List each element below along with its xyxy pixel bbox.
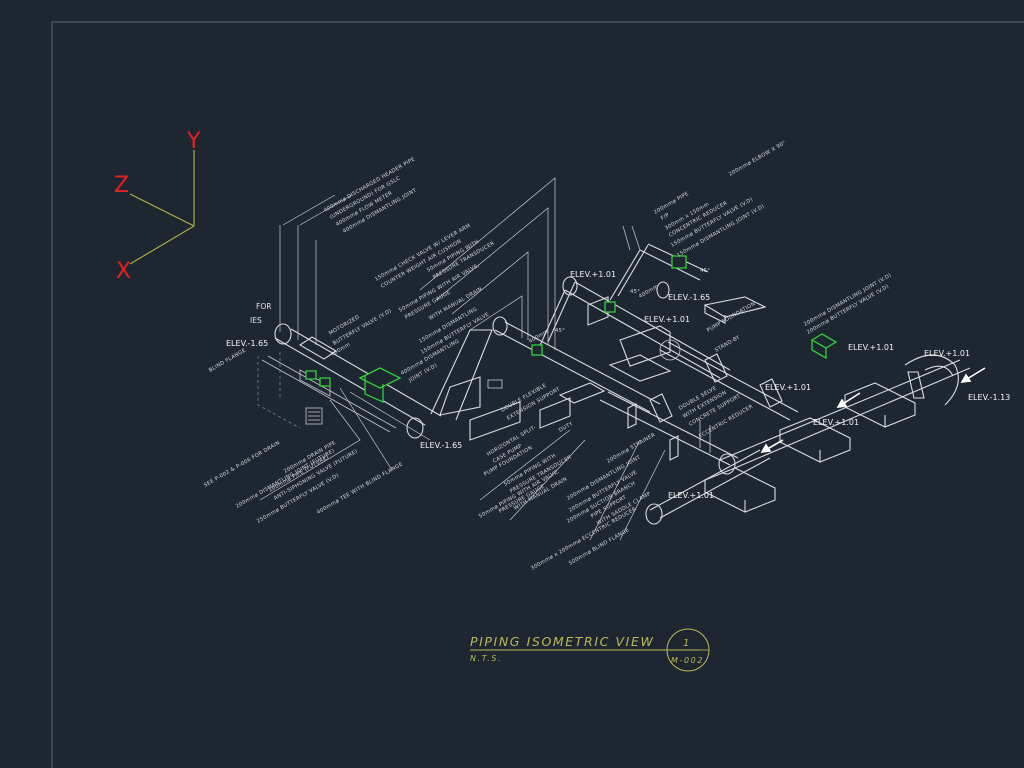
callout: 200mmø PIPE bbox=[653, 191, 690, 216]
length-label: 400mm bbox=[638, 284, 660, 300]
angle-label: 45° bbox=[630, 289, 640, 295]
callout: 200mmø BUTTERFLY VALVE (V.D) bbox=[806, 284, 890, 336]
motorized-butterfly-valve bbox=[358, 367, 402, 404]
elev-label: ELEV.-1.65 bbox=[668, 293, 710, 302]
elev-label: ELEV.-1.65 bbox=[226, 339, 268, 348]
flow-arrows bbox=[760, 367, 986, 453]
callout: 200mmø ELBOW X 90° bbox=[728, 140, 787, 178]
view-number: 1 bbox=[683, 638, 691, 649]
sheet-border bbox=[51, 21, 1024, 768]
angle-label: 45° bbox=[555, 328, 565, 334]
sheet-ref: M-002 bbox=[671, 656, 704, 665]
elev-label: ELEV.+1.01 bbox=[765, 383, 811, 392]
elevation-labels: ELEV.-1.65 ELEV.-1.65 ELEV.+1.01 ELEV.-1… bbox=[226, 270, 1010, 500]
callout: BLIND FLANGE bbox=[208, 348, 247, 374]
scale-note: N.T.S. bbox=[470, 654, 502, 663]
elev-label: ELEV.+1.01 bbox=[924, 349, 970, 358]
elev-label: ELEV.-1.13 bbox=[968, 393, 1010, 402]
axis-y-label: Y bbox=[186, 129, 201, 154]
callouts-bottom-left: SEE P-002 & P-006 FOR DRAIN 200mmø DRAIN… bbox=[203, 440, 404, 525]
elev-label: ELEV.+1.01 bbox=[848, 343, 894, 352]
leader-lines bbox=[259, 177, 666, 541]
valves bbox=[305, 255, 838, 404]
callouts-left: 400mmø DISCHARGED HEADER PIPE (UNDERGROU… bbox=[208, 156, 496, 384]
axis-z-label: Z bbox=[114, 173, 129, 198]
view-title: PIPING ISOMETRIC VIEW bbox=[470, 634, 654, 649]
axis-indicator: Y Z X bbox=[114, 129, 201, 284]
angle-label: 45° bbox=[700, 268, 710, 274]
fragment-ies: IES bbox=[250, 316, 262, 325]
callout: F/P bbox=[660, 212, 671, 222]
callout: SEE P-002 & P-006 FOR DRAIN bbox=[203, 440, 281, 489]
fragment-for: FOR bbox=[256, 302, 271, 311]
callout: ECCENTRIC REDUCER bbox=[698, 404, 754, 440]
callout: 200mmø DISMANTLING JOINT (V.D) bbox=[803, 272, 893, 327]
elev-label: ELEV.+1.01 bbox=[644, 315, 690, 324]
piping-geometry bbox=[257, 243, 971, 525]
elev-label: ELEV.+1.01 bbox=[813, 418, 859, 427]
view-title-block: PIPING ISOMETRIC VIEW 1 N.T.S. M-002 bbox=[470, 628, 710, 672]
callout: DUTY bbox=[558, 421, 575, 434]
length-label: 400mm bbox=[528, 329, 550, 345]
callout: STAND-BY bbox=[714, 334, 742, 353]
callout: 250mmø BUTTERFLY VALVE (V.D) bbox=[256, 473, 340, 525]
elev-label: ELEV.+1.01 bbox=[570, 270, 616, 279]
elev-label: ELEV.-1.65 bbox=[420, 441, 462, 450]
elev-label: ELEV.+1.01 bbox=[668, 491, 714, 500]
axis-x-label: X bbox=[116, 259, 131, 284]
